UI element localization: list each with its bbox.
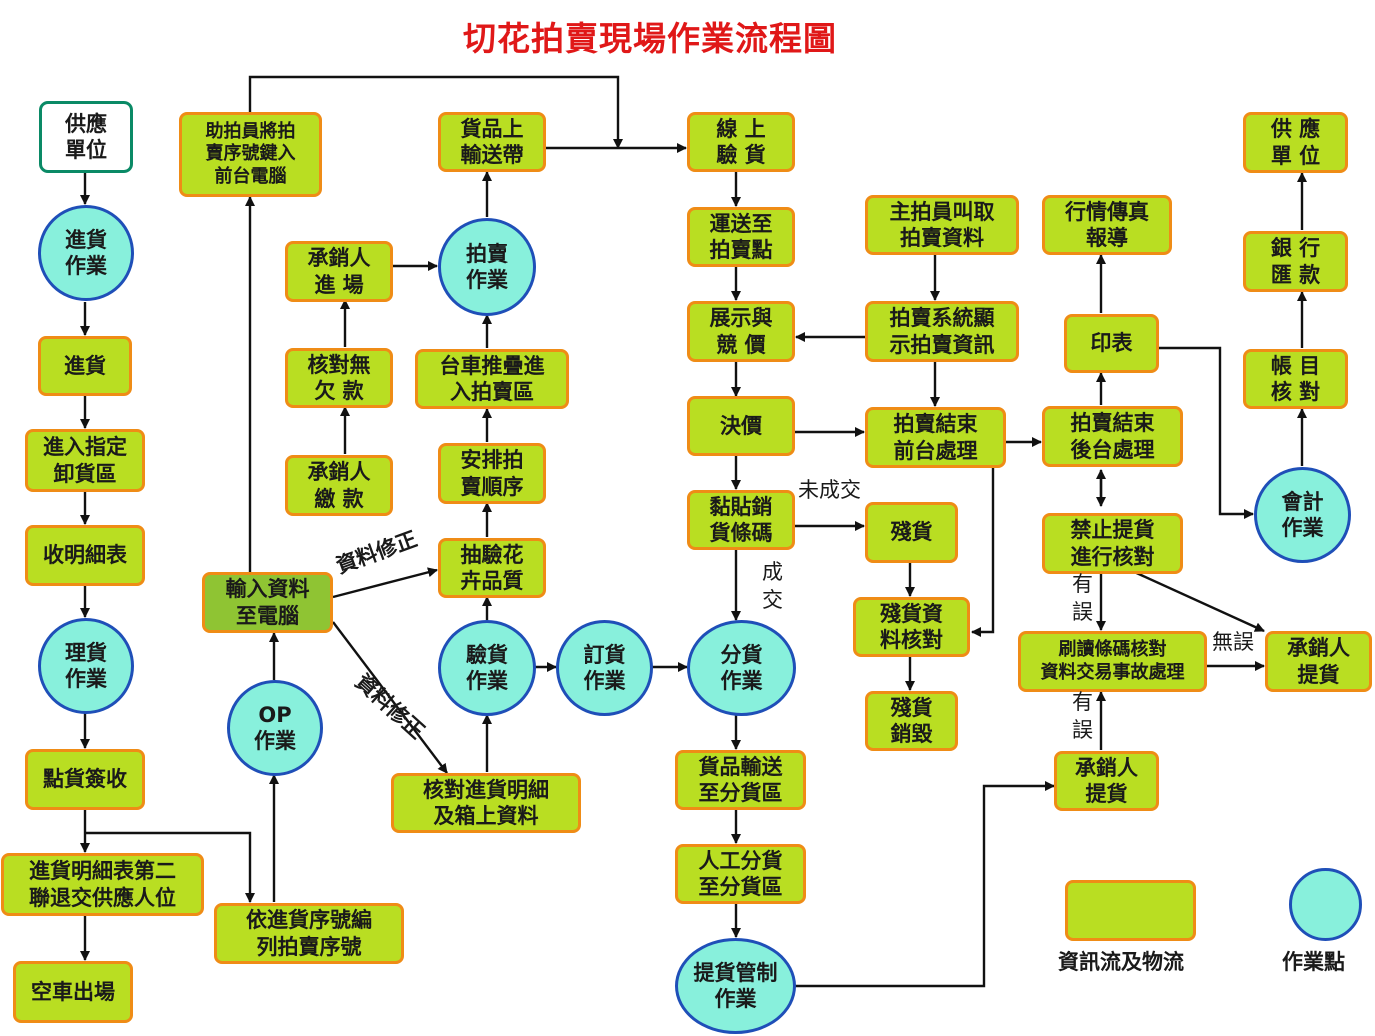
node-back-end: 拍賣結束 後台處理 <box>1042 406 1183 467</box>
node-buyer-pickup: 承銷人 提貨 <box>1054 751 1159 811</box>
legend-box-sample <box>1065 880 1196 941</box>
node-accounting-op: 會計 作業 <box>1254 467 1351 563</box>
node-online-inspect: 線 上 驗 貨 <box>687 112 795 172</box>
node-account-check: 帳 目 核 對 <box>1243 349 1348 409</box>
node-leftover-check: 殘貨資 料核對 <box>853 597 970 657</box>
node-supplier-out: 供 應 單 位 <box>1243 112 1348 173</box>
node-auction-op: 拍賣 作業 <box>438 218 536 316</box>
node-input-data: 輸入資料 至電腦 <box>202 572 333 633</box>
node-bank-remit: 銀 行 匯 款 <box>1243 231 1348 292</box>
node-print: 印表 <box>1064 314 1159 373</box>
node-decide-price: 決價 <box>687 396 795 456</box>
node-check-debt: 核對無 欠 款 <box>285 348 393 408</box>
node-buyer-enter: 承銷人 進 場 <box>285 241 393 302</box>
node-collect-list: 收明細表 <box>25 525 145 586</box>
label-error-2: 有 誤 <box>1072 690 1093 743</box>
node-assistant-key: 助拍員將拍 賣序號鍵入 前台電腦 <box>179 112 322 197</box>
node-display-bid: 展示與 競 價 <box>687 301 795 362</box>
node-conveyor: 貨品上 輸送帶 <box>438 112 546 172</box>
edge <box>332 567 438 599</box>
edge <box>1129 568 1265 633</box>
label-error-1: 有 誤 <box>1072 572 1093 625</box>
legend-box-label: 資訊流及物流 <box>1058 950 1184 974</box>
edge <box>794 781 1055 988</box>
node-ship-to-area: 貨品輸送 至分貨區 <box>675 750 806 810</box>
node-scan-barcode: 刷讀條碼核對 資料交易事故處理 <box>1018 631 1207 692</box>
node-transport-point: 運送至 拍賣點 <box>687 207 795 267</box>
node-leftover: 殘貨 <box>865 502 958 563</box>
edge <box>248 75 623 149</box>
chart-title: 切花拍賣現場作業流程圖 <box>463 19 837 58</box>
node-front-end: 拍賣結束 前台處理 <box>865 407 1006 468</box>
node-forbid-pickup: 禁止提貨 進行核對 <box>1042 513 1183 574</box>
node-market-fax: 行情傳真 報導 <box>1042 195 1172 255</box>
edge <box>971 468 995 637</box>
node-op-op: OP 作業 <box>227 680 323 776</box>
node-leftover-destroy: 殘貨 銷毀 <box>865 691 958 751</box>
node-buyer-pay: 承銷人 繳 款 <box>285 455 393 516</box>
node-manual-sort: 人工分貨 至分貨區 <box>675 844 806 904</box>
node-cart-stack: 台車推疊進 入拍賣區 <box>415 349 569 409</box>
label-not-sold: 未成交 <box>798 478 861 502</box>
node-sample-quality: 抽驗花 卉品質 <box>438 538 546 598</box>
edge <box>332 621 448 774</box>
node-sort-op: 理貨 作業 <box>38 618 134 714</box>
node-distribute-op: 分貨 作業 <box>687 620 796 716</box>
node-assign-seq: 依進貨序號編 列拍賣序號 <box>214 903 404 964</box>
label-sold: 成 交 <box>762 560 783 613</box>
legend-circle-label: 作業點 <box>1282 950 1345 974</box>
node-paste-barcode: 黏貼銷 貨條碼 <box>687 490 795 550</box>
node-system-display: 拍賣系統顯 示拍賣資訊 <box>865 301 1019 362</box>
node-receive: 進貨 <box>38 336 132 396</box>
edge <box>85 831 255 903</box>
node-pickup-control: 提貨管制 作業 <box>675 938 796 1034</box>
node-enter-unload: 進入指定 卸貨區 <box>25 429 145 492</box>
node-return-copy: 進貨明細表第二 聯退交供應人位 <box>1 853 204 916</box>
node-count-sign: 點貨簽收 <box>25 749 145 810</box>
node-auctioneer-fetch: 主拍員叫取 拍賣資料 <box>865 195 1019 255</box>
label-no-error: 無誤 <box>1212 630 1254 654</box>
node-order-op: 訂貨 作業 <box>556 620 653 716</box>
node-arrange-order: 安排拍 賣順序 <box>438 443 546 504</box>
legend-circle-sample <box>1289 868 1362 941</box>
node-empty-exit: 空車出場 <box>13 961 133 1023</box>
edge <box>1159 346 1254 519</box>
node-verify-detail: 核對進貨明細 及箱上資料 <box>391 773 581 833</box>
node-supplier-in: 供應 單位 <box>39 101 133 173</box>
node-inspect-op: 驗貨 作業 <box>438 620 536 716</box>
node-receive-op: 進貨 作業 <box>38 205 134 301</box>
node-buyer-pickup-ok: 承銷人 提貨 <box>1265 631 1372 692</box>
